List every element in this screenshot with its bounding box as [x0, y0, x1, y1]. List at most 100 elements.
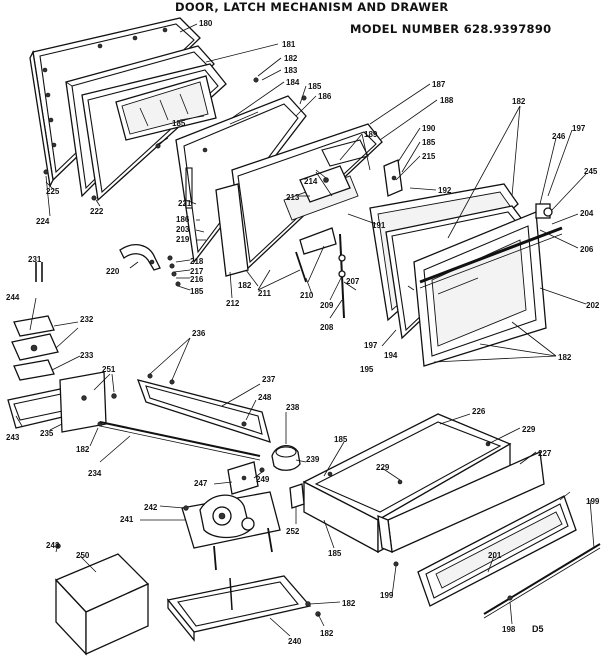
part-label: 246: [552, 132, 566, 141]
part-label: 241: [120, 515, 134, 524]
part-label: 237: [262, 375, 276, 384]
latch-link: [227, 461, 265, 495]
latch-part: [383, 159, 403, 197]
latch-cover: [54, 543, 150, 656]
part-label: 210: [300, 291, 314, 300]
part-label: 227: [538, 449, 552, 458]
part-label: 231: [28, 255, 42, 264]
part-label: 185: [334, 435, 348, 444]
part-label: 207: [346, 277, 360, 286]
part-label: 182: [320, 629, 334, 638]
door-window-glass: [115, 75, 217, 141]
part-label: 221: [178, 199, 192, 208]
part-label: 182: [342, 599, 356, 608]
part-label: 214: [304, 177, 318, 186]
model-number: MODEL NUMBER 628.9397890: [350, 22, 552, 36]
part-label: 202: [586, 301, 600, 310]
leader-lines: [15, 23, 595, 637]
latch-rod: [99, 421, 261, 461]
part-label: 242: [144, 503, 158, 512]
part-label: 243: [6, 433, 20, 442]
part-label: 192: [438, 186, 452, 195]
part-label: 185: [328, 549, 342, 558]
part-label: 186: [176, 215, 190, 224]
latch-mechanism-assembly: [181, 491, 281, 571]
part-label: 190: [422, 124, 436, 133]
part-label: 212: [226, 299, 240, 308]
part-label: 245: [584, 167, 598, 176]
hinge-arm: [119, 244, 161, 271]
part-label: 181: [282, 40, 296, 49]
part-label: 243: [46, 541, 60, 550]
door-trim-frame: [413, 211, 547, 367]
part-number-labels: 180 181 182 183 184 185 186 187 188 189 …: [6, 19, 600, 646]
part-label: 182: [76, 445, 90, 454]
part-label: 182: [284, 54, 298, 63]
part-label: 201: [488, 551, 502, 560]
part-label: 185: [308, 82, 322, 91]
part-label: 188: [440, 96, 454, 105]
drawer-clip: [289, 483, 305, 509]
part-label: 225: [46, 187, 60, 196]
part-label: 220: [106, 267, 120, 276]
part-label: 249: [256, 475, 270, 484]
part-label: 252: [286, 527, 300, 536]
part-label: 236: [192, 329, 206, 338]
part-label: 218: [190, 257, 204, 266]
part-label: 197: [572, 124, 586, 133]
part-label: 185: [190, 287, 204, 296]
latch-mounting-bracket: [166, 575, 321, 642]
part-label: 229: [376, 463, 390, 472]
part-label: 216: [190, 275, 204, 284]
part-label: 185: [422, 138, 436, 147]
part-label: 222: [90, 207, 104, 216]
part-label: 183: [284, 66, 298, 75]
part-label: 247: [194, 479, 208, 488]
part-label: 208: [320, 323, 334, 332]
part-label: 251: [102, 365, 116, 374]
part-label: 213: [286, 193, 300, 202]
drawer-trim: [393, 495, 601, 619]
part-label: 182: [558, 353, 572, 362]
part-label: 239: [306, 455, 320, 464]
diagram-title: DOOR, LATCH MECHANISM AND DRAWER: [175, 0, 449, 14]
part-label: 197: [364, 341, 378, 350]
part-label: 194: [384, 351, 398, 360]
part-label: 186: [318, 92, 332, 101]
part-label: 232: [80, 315, 94, 324]
small-screws: [43, 77, 307, 287]
drawer-front-panel: [377, 451, 545, 554]
part-label: 180: [199, 19, 213, 28]
latch-knob: [271, 445, 301, 471]
part-label: 195: [360, 365, 374, 374]
part-label: 226: [472, 407, 486, 416]
part-label: 211: [258, 289, 271, 298]
part-label: 235: [40, 429, 54, 438]
part-label: 189: [364, 130, 378, 139]
part-label: 224: [36, 217, 50, 226]
part-label: 198: [502, 625, 516, 634]
part-label: 217: [190, 267, 204, 276]
part-label: 215: [422, 152, 436, 161]
part-label: 191: [372, 221, 386, 230]
part-label: 234: [88, 469, 102, 478]
part-label: 238: [286, 403, 300, 412]
part-label: 184: [286, 78, 300, 87]
hinge-bracket: [299, 139, 369, 203]
part-label: 182: [238, 281, 252, 290]
part-label: 199: [586, 497, 600, 506]
part-label: 250: [76, 551, 90, 560]
part-label: 199: [380, 591, 394, 600]
part-label: 244: [6, 293, 20, 302]
part-label: 187: [432, 80, 446, 89]
part-label: 240: [288, 637, 302, 646]
part-label: 248: [258, 393, 272, 402]
part-label: 209: [320, 301, 334, 310]
latch-slide-bar: [136, 373, 271, 443]
part-label: 229: [522, 425, 536, 434]
part-label: 185: [172, 119, 186, 128]
latch-plate-stack: [11, 262, 59, 381]
part-label: 203: [176, 225, 190, 234]
